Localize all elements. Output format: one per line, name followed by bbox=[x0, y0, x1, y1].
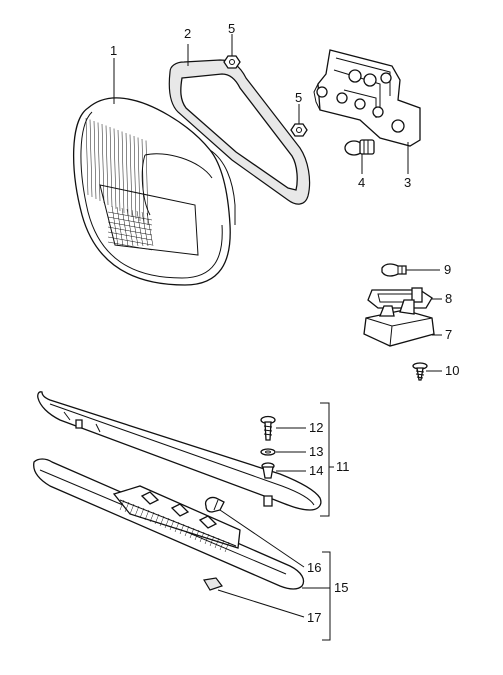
license-bulb bbox=[381, 263, 407, 277]
callout-3: 3 bbox=[404, 175, 411, 190]
lens-hatch-line bbox=[125, 132, 129, 216]
callout-17: 17 bbox=[307, 610, 321, 625]
lens-hatch-line bbox=[133, 135, 137, 220]
brake-lens-line bbox=[224, 541, 230, 553]
brake-lens-line bbox=[184, 525, 190, 537]
nut-lower bbox=[290, 123, 308, 137]
callout-labels: 1 2 5 5 4 3 9 8 7 10 12 13 14 11 16 15 1… bbox=[110, 21, 459, 625]
callout-16: 16 bbox=[307, 560, 321, 575]
lens-hatch-line bbox=[97, 122, 101, 202]
lens-grid-line bbox=[107, 221, 153, 231]
lens-hatch-line bbox=[89, 119, 93, 198]
callout-10: 10 bbox=[445, 363, 459, 378]
leader-lines bbox=[113, 34, 442, 641]
lens-hatch-line bbox=[137, 137, 141, 222]
lens-grid-line bbox=[107, 231, 153, 241]
lens-hatch-line bbox=[101, 123, 105, 204]
lens-hatch-line bbox=[141, 138, 145, 224]
callout-2: 2 bbox=[184, 26, 191, 41]
brake-lens-line bbox=[199, 531, 205, 543]
washer bbox=[260, 448, 276, 456]
tail-lamp-housing bbox=[72, 97, 236, 286]
brake-lens-line bbox=[179, 523, 185, 535]
lens-grid-line bbox=[121, 207, 129, 247]
lens-hatch-line bbox=[105, 125, 109, 206]
brake-bulb bbox=[204, 496, 225, 513]
callout-12: 12 bbox=[309, 420, 323, 435]
lens-hatch-line bbox=[113, 128, 117, 210]
callout-13: 13 bbox=[309, 444, 323, 459]
lens-grid-line bbox=[126, 208, 134, 247]
screw bbox=[260, 415, 276, 441]
lens-hatch-line bbox=[93, 120, 97, 200]
lens-cover bbox=[367, 287, 433, 309]
lens-grid-line bbox=[107, 226, 153, 236]
lens-grid-line bbox=[107, 236, 153, 246]
bulb-holder bbox=[313, 49, 421, 147]
lens-hatch-line bbox=[109, 126, 113, 208]
nut-upper bbox=[223, 55, 241, 69]
callout-5-upper: 5 bbox=[228, 21, 235, 36]
brake-lens-line bbox=[209, 535, 215, 547]
brake-lens-line bbox=[204, 533, 210, 545]
callout-4: 4 bbox=[358, 175, 365, 190]
lens-hatch-line bbox=[129, 134, 133, 218]
brake-lens-line bbox=[194, 529, 200, 541]
lens-grid-line bbox=[107, 216, 153, 226]
callout-8: 8 bbox=[445, 291, 452, 306]
lens-grid-line bbox=[107, 241, 153, 251]
seal-pad bbox=[203, 577, 223, 591]
lens-hatch-line bbox=[121, 131, 125, 214]
lens-grid-line bbox=[136, 210, 144, 247]
brake-light-housing bbox=[33, 458, 305, 590]
callout-15: 15 bbox=[334, 580, 348, 595]
brake-lens-line bbox=[219, 539, 225, 551]
bulb bbox=[344, 139, 375, 156]
screw-small bbox=[412, 362, 428, 381]
lens-grid-line bbox=[131, 209, 139, 247]
lamp-housing bbox=[363, 299, 435, 347]
lamp-gasket bbox=[168, 59, 311, 205]
brake-lens-line bbox=[214, 537, 220, 549]
lens-hatch-line bbox=[117, 129, 121, 212]
callout-5-lower: 5 bbox=[295, 90, 302, 105]
callout-11: 11 bbox=[336, 459, 350, 474]
lens-hatch-line bbox=[85, 117, 89, 196]
callout-7: 7 bbox=[445, 327, 452, 342]
callout-9: 9 bbox=[444, 262, 451, 277]
lens-grid-line bbox=[107, 211, 153, 221]
brake-lens-line bbox=[189, 527, 195, 539]
grommet bbox=[261, 462, 275, 479]
callout-14: 14 bbox=[309, 463, 323, 478]
spoiler-cover bbox=[37, 391, 322, 511]
lens-grid-line bbox=[141, 211, 149, 247]
callout-1: 1 bbox=[110, 43, 117, 58]
